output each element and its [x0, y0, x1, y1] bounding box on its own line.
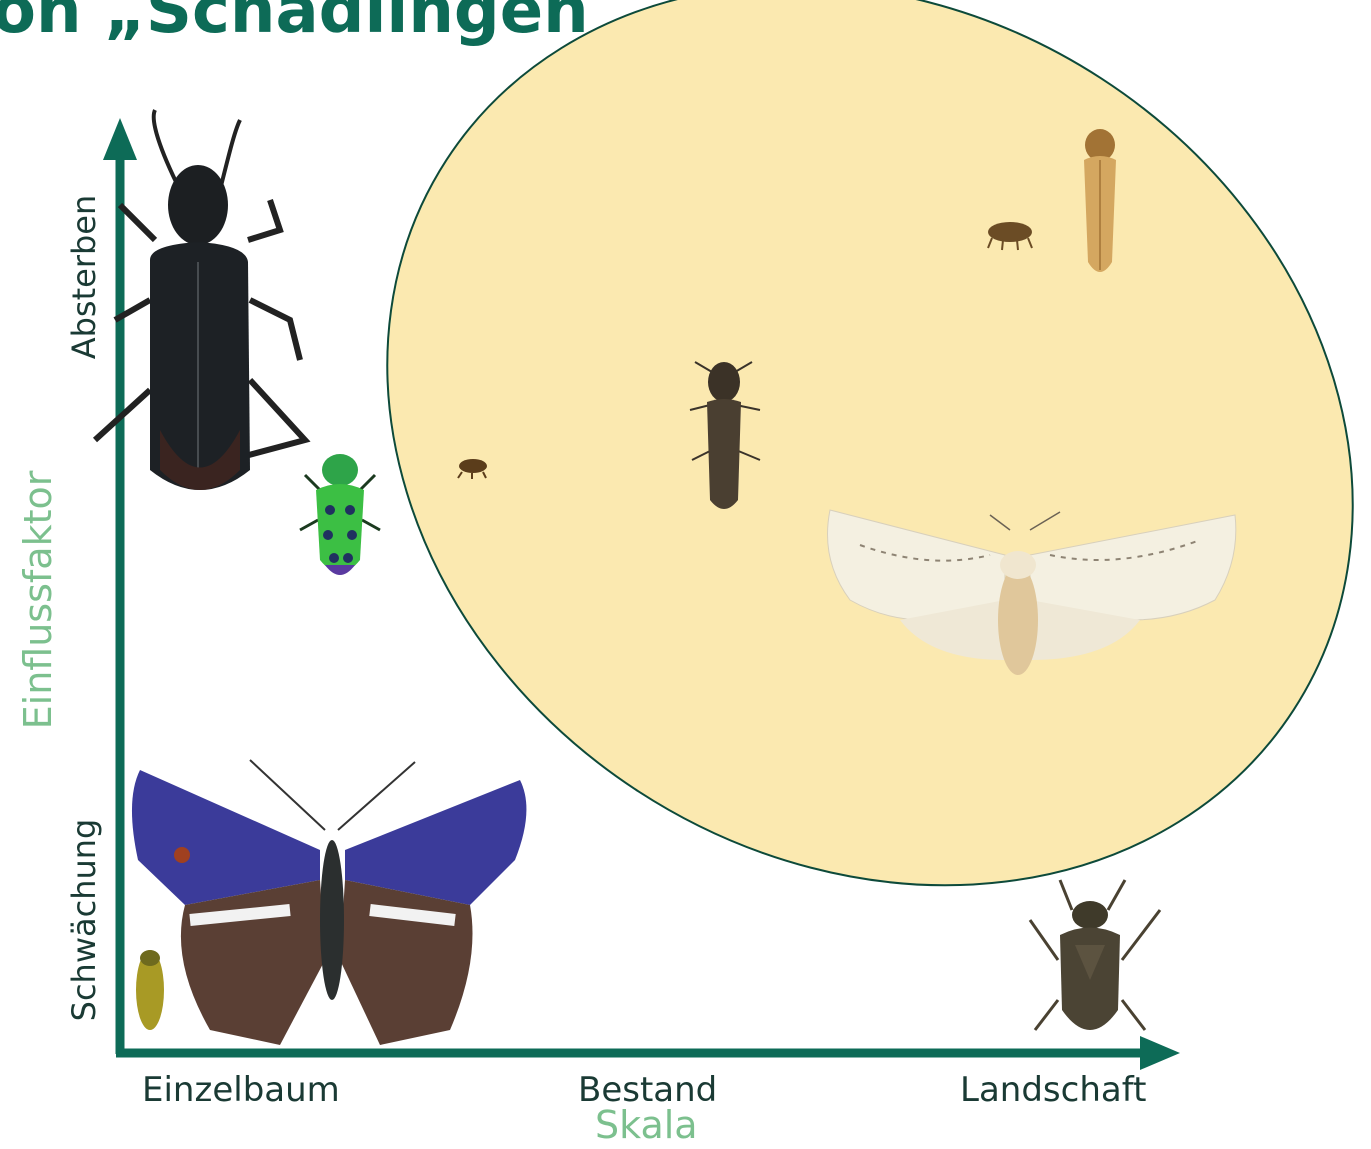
x-axis-title: Skala — [595, 1103, 698, 1147]
y-axis-title: Einflussfaktor — [16, 471, 60, 730]
y-tick-absterben: Absterben — [65, 195, 103, 360]
x-tick-einzelbaum: Einzelbaum — [142, 1070, 340, 1110]
elongated-beetle-icon — [1084, 129, 1116, 272]
small-jewel-beetle-icon — [136, 950, 164, 1030]
x-tick-landschaft: Landschaft — [960, 1070, 1146, 1110]
longhorn-beetle-icon — [95, 110, 305, 490]
shield-bug-icon — [1030, 880, 1160, 1030]
green-jewel-beetle-icon — [300, 454, 380, 575]
purple-emperor-butterfly-icon — [132, 760, 526, 1045]
y-axis — [103, 118, 137, 1054]
y-tick-schwaechung: Schwächung — [65, 819, 103, 1022]
